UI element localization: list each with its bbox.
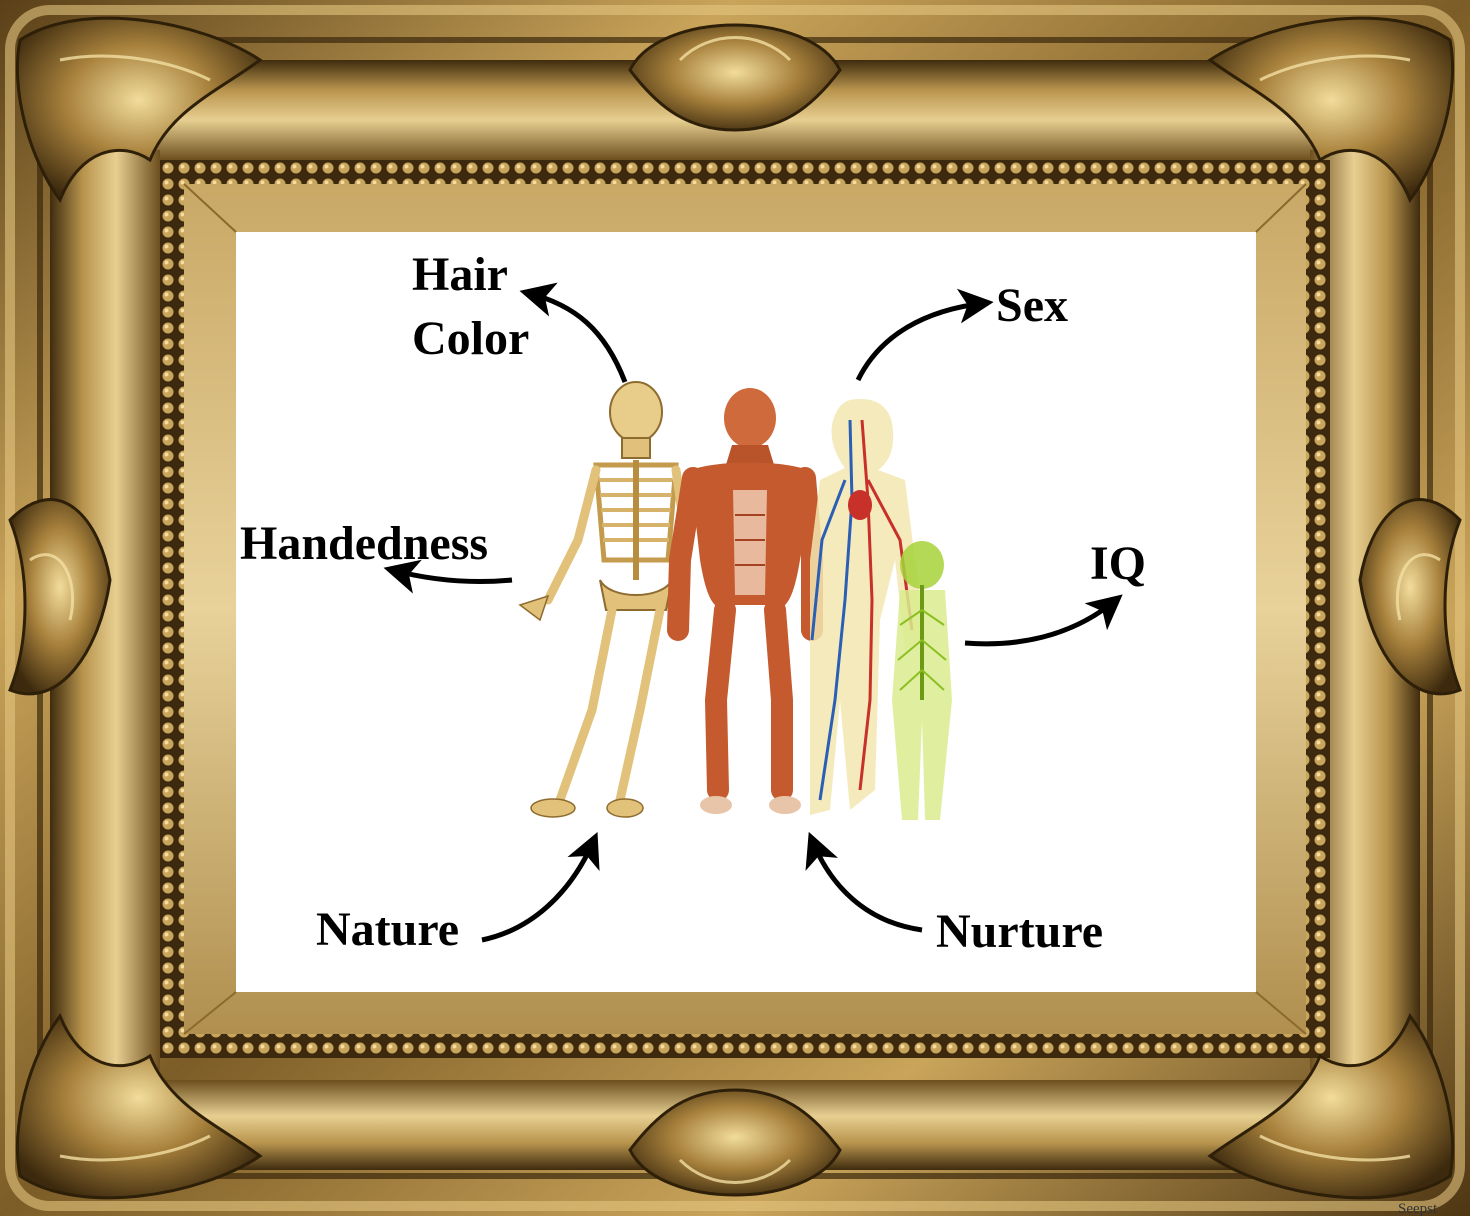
label-hair-color: Hair Color [412,243,529,371]
label-nurture: Nurture [936,908,1103,956]
credit-text: Seepst [1398,1202,1437,1217]
label-nature: Nature [316,906,459,954]
label-handedness: Handedness [240,520,488,568]
label-iq: IQ [1090,540,1146,588]
label-sex: Sex [996,282,1068,330]
